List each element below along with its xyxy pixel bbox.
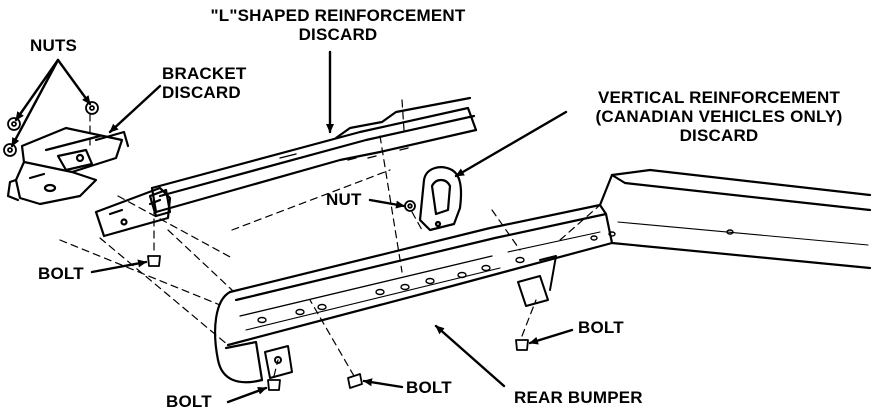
end-bracket-shape: [94, 186, 172, 238]
bracket-label-line1: BRACKET: [162, 64, 247, 83]
rear-bumper-shape: [214, 168, 872, 384]
nut-label: NUT: [326, 190, 362, 209]
vertical-reinforcement-shape: [418, 166, 463, 232]
vertical-reinforcement-label-line3: DISCARD: [679, 126, 759, 145]
l-reinforcement-label-line1: "L"SHAPED REINFORCEMENT: [210, 6, 466, 25]
vertical-reinforcement-label-line1: VERTICAL REINFORCEMENT: [597, 88, 841, 107]
leader-lines: [10, 50, 574, 404]
l-reinforcement-label: "L"SHAPED REINFORCEMENT DISCARD: [178, 6, 498, 44]
bolt-right-label: BOLT: [578, 318, 624, 337]
vertical-reinforcement-label-line2: (CANADIAN VEHICLES ONLY): [595, 107, 843, 126]
bolt-parts: [147, 255, 529, 391]
bracket-shape: [6, 126, 130, 206]
alignment-dashes: [59, 99, 601, 377]
nuts-label: NUTS: [30, 36, 78, 55]
bumper-right-bolt-tab: [517, 255, 557, 307]
nut-parts: [3, 101, 416, 212]
bumper-left-bolt-tab: [264, 345, 293, 379]
vertical-reinforcement-label: VERTICAL REINFORCEMENT (CANADIAN VEHICLE…: [562, 88, 876, 145]
bracket-label: BRACKET DISCARD: [162, 64, 247, 102]
l-reinforcement-label-line2: DISCARD: [298, 25, 378, 44]
bolt-bottom-label: BOLT: [166, 392, 212, 411]
bumper-holes: [257, 229, 734, 324]
bolt-left-label: BOLT: [38, 264, 84, 283]
bolt-center-label: BOLT: [406, 378, 452, 397]
l-reinforcement-shape: [150, 96, 478, 214]
rear-bumper-label: REAR BUMPER: [514, 388, 643, 407]
bracket-label-line2: DISCARD: [162, 83, 241, 102]
